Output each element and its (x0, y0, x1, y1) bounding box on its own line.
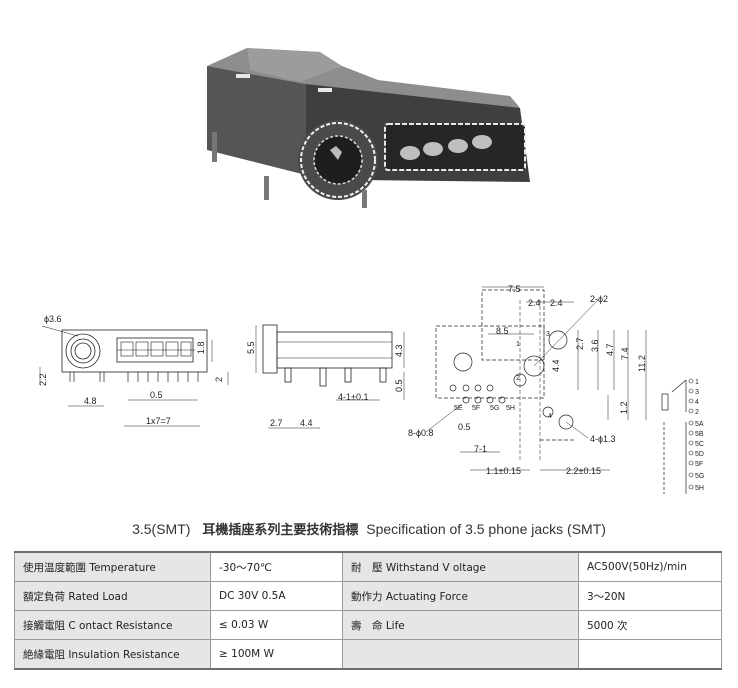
schematic-pin-terminal (688, 408, 694, 414)
schematic-pin-terminal (688, 420, 694, 426)
spec-label: 絶緣電阻 Insulation Resistance (14, 639, 211, 670)
pcb-dim-14: 0.5 (458, 422, 471, 432)
spec-title-english: Specification of 3.5 phone jacks (SMT) (366, 521, 606, 537)
spec-value: ≤ 0.03 W (210, 610, 343, 640)
spec-label: 壽 命 Life (342, 610, 579, 640)
spec-label: 耐 壓 Withstand V oltage (342, 551, 579, 582)
spec-label: 接觸電阻 C ontact Resistance (14, 610, 211, 640)
spec-row: 絶緣電阻 Insulation Resistance ≥ 100M W (14, 639, 722, 670)
pcb-dim-5: 8.5 (496, 326, 509, 336)
schematic-pin-label: 5B (695, 431, 704, 438)
schematic-pin-label: 3 (695, 389, 699, 396)
pcb-dim-1: 7.5 (508, 284, 521, 294)
front-dim-diameter: ϕ3.6 (44, 314, 62, 324)
schematic-pin-terminal (688, 460, 694, 466)
pcb-pin-3: 3 (546, 331, 550, 338)
spec-value-empty (578, 639, 722, 670)
schematic-pin-terminal (688, 378, 694, 384)
side-dim-1: 5.5 (246, 341, 256, 354)
side-dim-3: 0.5 (394, 379, 404, 392)
pcb-pin-5g: 5G (490, 405, 499, 412)
pcb-dim-11: 4.4 (551, 359, 561, 372)
spec-value: 5000 次 (578, 610, 722, 640)
front-dim-2: 2.2 (38, 373, 48, 386)
spec-value: AC500V(50Hz)/min (578, 551, 722, 582)
spec-table: 使用温度範圍 Temperature -30～70℃ 耐 壓 Withstand… (14, 551, 722, 670)
spec-label-empty (342, 639, 579, 670)
pcb-dim-7: 3.6 (590, 339, 600, 352)
pcb-dim-18: 4-ϕ1.3 (590, 434, 616, 444)
spec-label: 動作力 Actuating Force (342, 581, 579, 611)
schematic-pin-label: 5F (695, 461, 703, 468)
side-view (255, 324, 405, 429)
schematic-pin-label: 5A (695, 421, 704, 428)
side-dim-4: 4-1±0.1 (338, 392, 368, 402)
schematic-pin-terminal (688, 450, 694, 456)
pcb-pin-1: 1 (516, 341, 520, 348)
pcb-dim-9: 7.4 (620, 347, 630, 360)
front-dim-1: 1.8 (196, 341, 206, 354)
front-dim-4: 4.8 (84, 396, 97, 406)
schematic-pin-label: 5H (695, 485, 704, 492)
side-dim-6: 4.4 (300, 418, 313, 428)
pcb-dim-17: 2.2±0.15 (566, 466, 601, 476)
pcb-pin-5h: 5H (506, 405, 515, 412)
spec-title: 3.5(SMT) 耳機插座系列主要技術指標 Specification of 3… (0, 519, 738, 538)
spec-label: 使用温度範圍 Temperature (14, 551, 211, 582)
front-dim-6: 1x7=7 (146, 416, 171, 426)
side-dim-5: 2.7 (270, 418, 283, 428)
spec-value: DC 30V 0.5A (210, 581, 343, 611)
schematic-pin-label: 5D (695, 451, 704, 458)
schematic-pin-label: 1 (695, 379, 699, 386)
schematic-pin-label: 5G (695, 473, 704, 480)
pcb-dim-6: 2.7 (575, 337, 585, 350)
pcb-pin-2: 2 (516, 375, 520, 382)
schematic-pin-terminal (688, 440, 694, 446)
product-render (207, 48, 530, 208)
pcb-dim-12: 1.2 (619, 401, 629, 414)
schematic-pin-label: 2 (695, 409, 699, 416)
schematic-pin-terminal (688, 398, 694, 404)
front-dim-3: 2 (214, 377, 224, 382)
front-view (39, 325, 229, 427)
schematic-pin-terminal (688, 484, 694, 490)
spec-value: ≥ 100M W (210, 639, 343, 670)
pcb-dim-3: 2.4 (550, 298, 563, 308)
pcb-dim-8: 4.7 (605, 343, 615, 356)
schematic-pin-terminal (688, 388, 694, 394)
spec-label: 額定負荷 Rated Load (14, 581, 211, 611)
schematic-pin-label: 5C (695, 441, 704, 448)
pcb-dim-13: 8-ϕ0.8 (408, 428, 434, 438)
pcb-pin-5e: 5E (454, 405, 463, 412)
schematic-pin-terminal (688, 430, 694, 436)
pcb-layout-view (425, 286, 647, 471)
spec-title-prefix: 3.5(SMT) (132, 521, 191, 537)
spec-row: 使用温度範圍 Temperature -30～70℃ 耐 壓 Withstand… (14, 551, 722, 582)
pin-schematic (661, 379, 687, 494)
front-dim-5: 0.5 (150, 390, 163, 400)
spec-value: 3～20N (578, 581, 722, 611)
schematic-pin-list: 1 3 4 2 5A 5B 5C 5D 5F 5G 5H (688, 378, 704, 492)
spec-title-chinese: 耳機插座系列主要技術指標 (202, 523, 359, 538)
schematic-pin-terminal (688, 472, 694, 478)
pcb-dim-15: 7-1 (474, 444, 487, 454)
schematic-pin-label: 4 (695, 399, 699, 406)
pcb-dim-2: 2.4 (528, 298, 541, 308)
spec-row: 接觸電阻 C ontact Resistance ≤ 0.03 W 壽 命 Li… (14, 610, 722, 640)
pcb-dim-4: 2-ϕ2 (590, 294, 608, 304)
pcb-dim-10: 11.2 (637, 355, 647, 372)
pcb-pin-5f: 5F (472, 405, 480, 412)
pcb-dim-16: 1.1±0.15 (486, 466, 521, 476)
spec-value: -30～70℃ (210, 551, 343, 582)
pcb-pin-4: 4 (548, 413, 552, 420)
spec-row: 額定負荷 Rated Load DC 30V 0.5A 動作力 Actuatin… (14, 581, 722, 611)
side-dim-2: 4.3 (394, 344, 404, 357)
